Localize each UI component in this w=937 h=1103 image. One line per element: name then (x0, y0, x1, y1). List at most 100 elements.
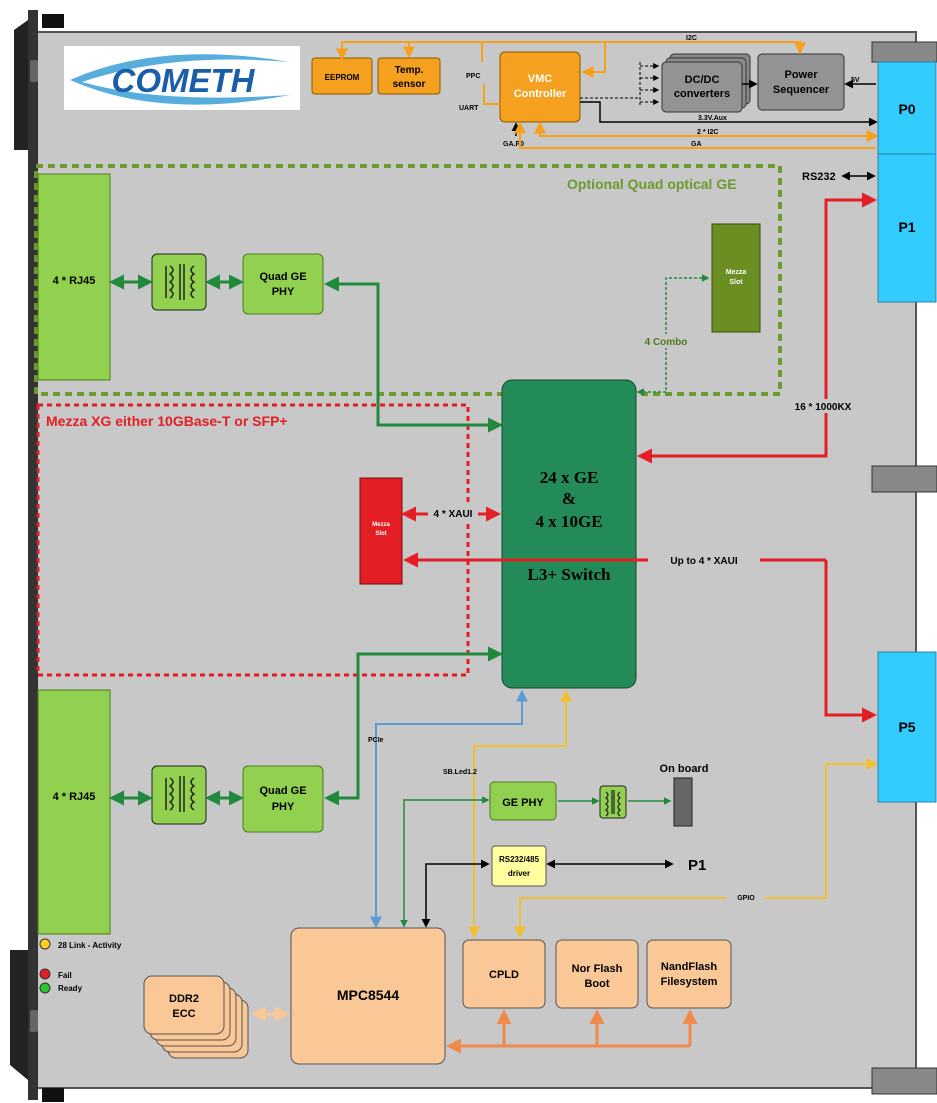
rj45-top-label: 4 * RJ45 (53, 275, 96, 287)
nand-flash-block (646, 939, 732, 1009)
rs232-p1-label: P1 (688, 857, 706, 874)
temp-sensor-label-1: Temp. (395, 65, 424, 76)
mezza-slot-optical-label-1: Mezza (726, 269, 747, 276)
panel-screw-top (30, 60, 38, 82)
xaui-label: 4 * XAUI (434, 509, 473, 520)
ppc-label: PPC (466, 73, 480, 80)
dcdc-block (661, 61, 743, 113)
ge-phy-label: GE PHY (502, 797, 544, 809)
eeprom-label: EEPROM (325, 73, 360, 82)
mezza-xg-region (36, 403, 470, 677)
panel-screw-bottom (30, 1010, 38, 1032)
handle-bottom (10, 950, 28, 1080)
nor-flash-label-1: Nor Flash (572, 963, 623, 975)
ddr2-label-2: ECC (172, 1008, 195, 1020)
sbled-label: SB.Led1.2 (443, 769, 477, 776)
guide-top (871, 41, 937, 63)
v5-label: 5V (851, 77, 860, 84)
gpio-link (514, 758, 879, 939)
quad-phy-top-label-2: PHY (272, 286, 295, 298)
ddr2-block (143, 975, 225, 1035)
nor-flash-block (555, 939, 639, 1009)
power-seq-label-2: Sequencer (773, 84, 830, 96)
connector-p5 (877, 651, 937, 803)
power-seq-label-1: Power (784, 69, 818, 81)
rs232-driver-label-2: driver (508, 869, 530, 878)
vmc-label-1: VMC (528, 73, 553, 85)
optional-quad-label: Optional Quad optical GE (567, 176, 737, 192)
quad-phy-bottom-block (242, 765, 324, 833)
power-sequencer-block (757, 53, 845, 111)
upto-xaui-label: Up to 4 * XAUI (670, 556, 737, 567)
rs232-driver-block (491, 845, 547, 887)
i2c-vmc-line (581, 42, 606, 78)
logo-swoosh (70, 54, 290, 105)
led-ready (39, 982, 51, 994)
vmc-label-2: Controller (514, 88, 567, 100)
connector-p0 (877, 61, 937, 155)
dcdc-label-1: DC/DC (685, 74, 720, 86)
cpld-label: CPLD (489, 969, 519, 981)
switch-label-1: 24 x GE (540, 468, 599, 487)
led-fail-label: Fail (58, 971, 72, 980)
front-panel (28, 10, 38, 1100)
onboard-magnetics (599, 785, 627, 819)
rs232-label: RS232 (802, 171, 836, 183)
panel-tab-bottom (42, 1088, 64, 1102)
rs232-driver-label-1: RS232/485 (499, 855, 540, 864)
nand-flash-label-1: NandFlash (661, 961, 718, 973)
i2c2-line (534, 121, 879, 142)
uart-line (483, 84, 500, 105)
upto-xaui-label-bg (648, 553, 760, 567)
onboard-label: On board (660, 763, 709, 775)
i2c-bus-line (336, 41, 806, 61)
magnetics-top-icon (165, 264, 196, 300)
quad-phy-top-label-1: Quad GE (259, 271, 306, 283)
led-link-activity-label: 28 Link - Activity (58, 941, 122, 950)
mpc-label: MPC8544 (337, 987, 399, 1003)
gpio-label: GPIO (737, 895, 755, 902)
gpio-label-bg (727, 891, 765, 903)
kx-label-bg (780, 399, 864, 413)
ga-label: GA (691, 141, 702, 148)
kx-link (637, 192, 877, 464)
mezza-slot-xg-label-2: Slot (375, 531, 386, 537)
mezza-xg-label: Mezza XG either 10GBase-T or SFP+ (46, 413, 288, 429)
guide-bottom (871, 1067, 937, 1095)
ge-phy-mpc-link (400, 796, 490, 928)
aux-label: 3.3V.Aux (698, 115, 727, 122)
magnetics-bottom (151, 765, 207, 825)
quad-phy-top-block (242, 253, 324, 315)
mpc-block (290, 927, 446, 1065)
magnetics-bottom-icon (165, 776, 196, 812)
onboard-connector (673, 777, 693, 827)
vmc-controller-block (499, 51, 581, 123)
mezza-slot-xg-label-1: Mezza (372, 522, 390, 528)
nor-flash-label-2: Boot (584, 978, 609, 990)
magnetics-top (151, 253, 207, 311)
i2c-label: I2C (686, 35, 697, 42)
connector-p5-label: P5 (898, 719, 915, 735)
panel-tab-top (42, 14, 64, 28)
rj45-bottom-label: 4 * RJ45 (53, 791, 96, 803)
mezza-slot-optical-label-2: Slot (729, 279, 743, 286)
switch-label-4: L3+ Switch (528, 565, 611, 584)
kx-label: 16 * 1000KX (795, 402, 852, 413)
pcie-label: PCIe (368, 737, 384, 744)
quad-phy-bottom-label-2: PHY (272, 801, 295, 813)
upto-xaui-link (824, 560, 877, 723)
dcdc-label-2: converters (674, 88, 730, 100)
rs232-mpc-link (421, 859, 490, 928)
led-fail (39, 968, 51, 980)
phy-bottom-switch-link (324, 646, 503, 806)
mezza-slot-optical (711, 223, 761, 333)
led-ready-label: Ready (58, 984, 83, 993)
ga-line (514, 121, 876, 149)
switch-block (501, 379, 637, 689)
switch-label-3: 4 x 10GE (535, 512, 602, 531)
logo-text: COMETH (112, 62, 256, 99)
mezza-slot-xg (359, 477, 403, 585)
switch-label-2: & (562, 489, 576, 508)
handle-top (14, 20, 28, 150)
